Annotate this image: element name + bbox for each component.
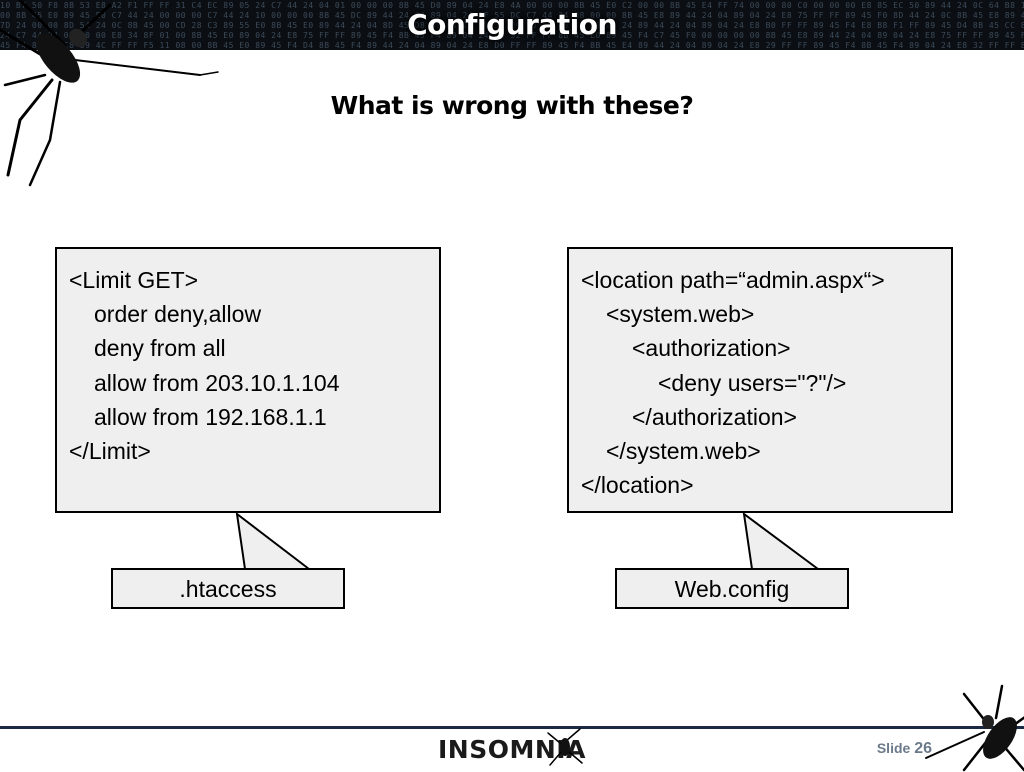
htaccess-code-box: <Limit GET> order deny,allow deny from a…: [55, 247, 441, 513]
hex-row: 24 C7 44 24 01 00 00 E8 34 8F 01 00 8B 4…: [0, 31, 1024, 40]
callout-tail: [235, 511, 310, 570]
code-line: <authorization>: [632, 335, 791, 362]
hex-row: 7D 24 00 00 8D 54 24 0C 8B 45 00 CD 28 C…: [0, 21, 1024, 30]
code-line: deny from all: [94, 335, 226, 362]
cockroach-icon: [0, 0, 219, 187]
cockroach-icon: [547, 728, 583, 766]
code-line: <system.web>: [606, 301, 755, 328]
slide-number: Slide 26: [877, 738, 932, 759]
code-line: order deny,allow: [94, 301, 262, 328]
code-line: </Limit>: [69, 438, 151, 465]
htaccess-label: .htaccess: [111, 568, 345, 609]
code-line: </system.web>: [606, 438, 761, 465]
code-line: <deny users="?"/>: [658, 369, 847, 396]
footer-divider: [0, 726, 1024, 729]
webconfig-label: Web.config: [615, 568, 849, 609]
cockroach-icon: [925, 684, 1024, 772]
code-line: </authorization>: [632, 403, 797, 430]
hex-row: 45 F4 8B 4E C8 89 4C FF FF F5 11 08 00 8…: [0, 41, 1024, 50]
slide-title: Configuration: [407, 8, 617, 41]
slide-number-value: 26: [914, 740, 932, 757]
hex-row: 10 B7 50 F8 8B 53 E8 A2 F1 FF FF 31 C4 E…: [0, 1, 1024, 10]
code-line: <location path=“admin.aspx“>: [581, 267, 885, 293]
webconfig-code-box: <location path=“admin.aspx“> <system.web…: [567, 247, 953, 513]
slide-subtitle: What is wrong with these?: [330, 91, 694, 120]
callout-tail: [742, 511, 819, 570]
slide-number-label: Slide: [876, 740, 911, 756]
hex-row: 00 8B 45 E0 89 45 E0 C7 44 24 00 00 00 C…: [0, 11, 1024, 20]
code-line: </location>: [581, 472, 694, 499]
code-line: allow from 203.10.1.104: [94, 369, 340, 396]
code-line: <Limit GET>: [69, 267, 199, 293]
header-bar: 10 B7 50 F8 8B 53 E8 A2 F1 FF FF 31 C4 E…: [0, 0, 1024, 50]
code-line: allow from 192.168.1.1: [94, 403, 327, 430]
